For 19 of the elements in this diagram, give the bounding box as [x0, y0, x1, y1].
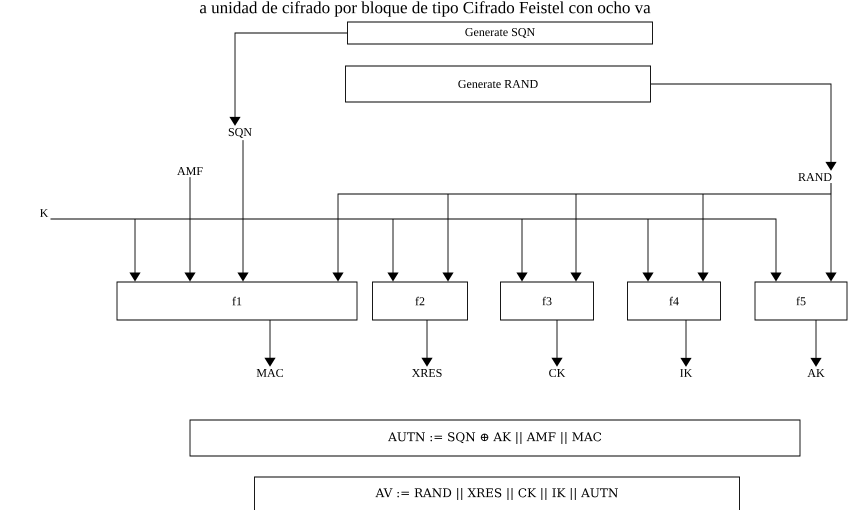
process-box: Generate RAND [345, 66, 651, 102]
heading-text: a unidad de cifrado por bloque de tipo Cifrado Feistel con ocho va [199, 1, 651, 17]
input-label: K [40, 209, 48, 217]
output-label: IK [680, 369, 692, 377]
formula-box: AV := RAND || XRES || CK || IK || AUTN [254, 476, 740, 510]
output-label: XRES [412, 368, 442, 378]
function-box: f2 [372, 282, 468, 320]
process-box: Generate SQN [347, 22, 653, 44]
function-box: f3 [500, 282, 594, 320]
function-box: f1 [116, 282, 358, 320]
input-label: RAND [798, 173, 832, 181]
function-box: f5 [754, 282, 848, 320]
output-label: MAC [256, 368, 283, 378]
input-label: SQN [228, 128, 252, 138]
formula-box: AUTN := SQN ⊕ AK || AMF || MAC [190, 420, 800, 456]
function-box: f4 [627, 282, 721, 320]
input-label: AMF [177, 167, 203, 175]
output-label: CK [549, 368, 566, 378]
output-label: AK [807, 369, 825, 377]
